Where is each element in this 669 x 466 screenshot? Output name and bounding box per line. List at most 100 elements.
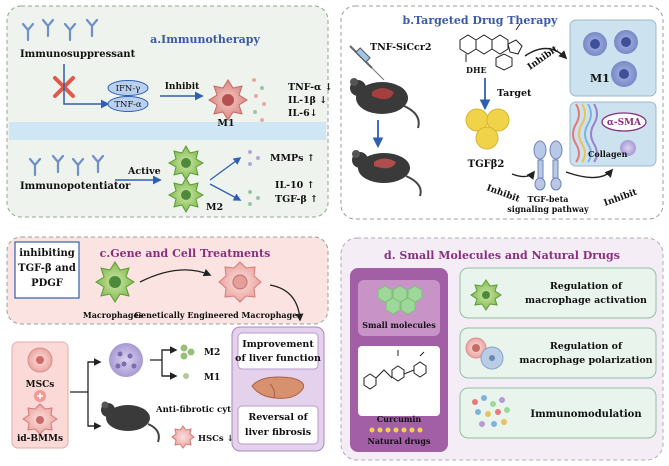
to-outcome-arrow xyxy=(269,284,304,322)
hsc-cell-icon xyxy=(171,425,195,449)
panel-targeted-drug-therapy: b.Targeted Drug Therapy TNF-SiCcr2 xyxy=(340,5,664,220)
branch-arrow xyxy=(70,361,100,427)
polarization-row xyxy=(459,327,657,379)
activation-row xyxy=(459,267,657,319)
m1-label-b: M1 xyxy=(590,72,610,85)
cytokine-down-2: IL-6↓ xyxy=(288,108,318,119)
cytokine-up-0: IL-10 ↑ xyxy=(275,180,315,191)
ifn-gamma-oval xyxy=(107,80,149,96)
m1-label-a: M1 xyxy=(217,118,234,129)
idbmms-label: id-BMMs xyxy=(17,434,63,444)
m2-arrow-down xyxy=(209,183,242,201)
immunomodulation-label: Immunomodulation xyxy=(530,409,642,420)
immunosuppressant-label: Immunosuppressant xyxy=(20,49,136,60)
panel-gene-cell-treatments: c.Gene and Cell Treatments inhibiting TG… xyxy=(6,236,329,452)
m1-box xyxy=(569,19,657,97)
active-label: Active xyxy=(127,166,161,177)
immunopotentiator-label: Immunopotentiator xyxy=(20,181,131,192)
antibody-icon xyxy=(21,18,99,42)
tnf-alpha-oval xyxy=(107,96,149,112)
alpha-sma-label: α-SMA xyxy=(607,118,642,128)
immune-cells-icon xyxy=(472,395,510,427)
activation-line-0: Regulation of xyxy=(550,281,623,292)
reversal-line-1: liver fibrosis xyxy=(245,427,311,438)
msc-cell-icon xyxy=(27,347,53,373)
reversal-box xyxy=(237,405,319,445)
curcumin-box xyxy=(358,346,440,416)
activation-line-1: macrophage activation xyxy=(525,295,647,306)
inhibit-collagen-arrow xyxy=(565,168,614,179)
improvement-box xyxy=(237,332,319,370)
immunomodulation-row xyxy=(459,387,657,439)
inhibit-m1-arrow xyxy=(524,47,568,60)
engineered-label: Genetically Engineered Macrophages xyxy=(134,310,302,320)
engineered-macrophage-icon xyxy=(218,261,262,303)
improvement-line-0: Improvement xyxy=(242,339,314,350)
secretion-dots xyxy=(248,150,260,206)
liver-icon xyxy=(251,376,305,399)
m2-macrophage-icon xyxy=(167,144,205,214)
pathway-label-1: signaling pathway xyxy=(507,204,589,214)
ifn-gamma-label: IFN-γ xyxy=(116,84,141,94)
tgfb2-label: TGFβ2 xyxy=(468,159,505,170)
polarized-macrophage-icon xyxy=(465,337,504,370)
collagen-fiber-icon xyxy=(572,103,598,163)
alpha-sma-oval xyxy=(601,112,647,132)
mscs-label: MSCs xyxy=(26,380,55,390)
cytokine-down-1: IL-1β ↓ xyxy=(288,95,327,106)
panel-immunotherapy: a.Immunotherapy Immunosuppressant IFN-γ … xyxy=(6,5,333,218)
m2-dots-icon xyxy=(180,344,195,360)
small-molecule-icon xyxy=(377,285,423,315)
panel-a-frame xyxy=(6,5,329,218)
mouse-icon xyxy=(350,78,420,129)
mouse-icon xyxy=(101,401,160,443)
collagen-label: Collagen xyxy=(588,149,628,159)
panel-d-title: d. Small Molecules and Natural Drugs xyxy=(384,249,620,262)
stellate-cell-icon xyxy=(620,140,636,156)
panel-b-title: b.Targeted Drug Therapy xyxy=(403,14,559,27)
receptor-icon xyxy=(533,140,563,191)
inhibiting-line-0: inhibiting xyxy=(19,248,75,259)
pathway-label-0: TGF-beta xyxy=(528,194,569,204)
membrane-band xyxy=(9,122,326,140)
panel-small-molecules: d. Small Molecules and Natural Drugs Sma… xyxy=(340,237,664,461)
polarization-line-1: macrophage polarization xyxy=(519,355,652,366)
activated-macrophage-icon xyxy=(470,279,502,311)
m1-macrophage-icon xyxy=(208,79,248,121)
mouse-icon xyxy=(352,150,422,197)
m1-cell-cluster-icon xyxy=(583,30,638,87)
cytokine-up-1: TGF-β ↑ xyxy=(275,194,318,205)
polarization-branch xyxy=(150,349,174,377)
m2-label-a: M2 xyxy=(206,202,223,213)
idbmm-cell-icon xyxy=(22,403,58,435)
improvement-line-1: of liver function xyxy=(235,353,321,364)
hscs-label: HSCs ↓ xyxy=(198,434,234,444)
plus-icon xyxy=(34,390,46,402)
panel-a-title: a.Immunotherapy xyxy=(150,33,260,46)
inhibit-receptor-arrow xyxy=(511,170,536,180)
m1-label-c: M1 xyxy=(204,373,220,383)
tgfb2-ligand-icon xyxy=(465,108,510,150)
polarization-line-0: Regulation of xyxy=(550,341,623,352)
inhibiting-line-1: TGF-β and xyxy=(18,263,76,274)
antibody-icon xyxy=(28,154,105,177)
dhe-molecule-icon xyxy=(459,23,523,71)
m2-label-c: M2 xyxy=(204,348,220,358)
cytokine-down-0: TNF-α ↓ xyxy=(288,82,333,93)
engineering-arrow xyxy=(139,268,212,283)
natural-drugs-label: Natural drugs xyxy=(368,436,431,446)
syringe-icon xyxy=(349,45,385,81)
panel-c-frame xyxy=(6,236,329,325)
inhibit-label-a: Inhibit xyxy=(165,82,200,92)
natural-drug-dots xyxy=(369,427,423,433)
anti-fibrotic-label: Anti-fibrotic cytokines ↑ xyxy=(155,405,272,415)
tnf-alpha-label: TNF-α xyxy=(114,100,141,110)
cell-cluster-icon xyxy=(109,343,143,377)
target-label: Target xyxy=(497,88,532,99)
dhe-label: DHE xyxy=(466,65,487,75)
tnf-siccr2-label: TNF-SiCcr2 xyxy=(370,42,431,53)
curcumin-label: Curcumin xyxy=(377,414,422,424)
mmps-label: MMPs ↑ xyxy=(270,153,315,164)
